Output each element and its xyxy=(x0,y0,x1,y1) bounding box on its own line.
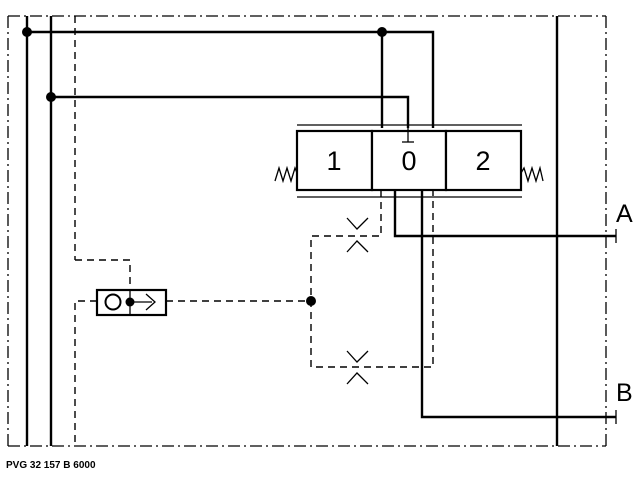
spool-position-2-box xyxy=(444,129,523,192)
junction-dot xyxy=(46,92,56,102)
pressure-supply-lines xyxy=(25,16,76,446)
spool-position-2-label: 2 xyxy=(475,146,490,176)
spool-position-0-label: 0 xyxy=(401,146,416,176)
right-spring-icon xyxy=(520,165,544,184)
spool-position-1-label: 1 xyxy=(326,146,341,176)
port-b-label: B xyxy=(616,379,633,407)
lower-orifice-icon xyxy=(346,350,369,385)
junction-dot xyxy=(377,27,387,37)
spool-valve: 1 0 2 xyxy=(295,124,523,198)
upper-orifice-icon xyxy=(346,217,369,253)
shuttle-valve-icon xyxy=(95,288,168,317)
left-spring-icon xyxy=(274,165,298,184)
drawing-code: PVG 32 157 B 6000 xyxy=(6,460,96,471)
work-port-lines xyxy=(393,190,617,424)
junction-dot xyxy=(306,296,316,306)
supply-connection-lines xyxy=(22,27,435,128)
junction-dot xyxy=(22,27,32,37)
port-a-label: A xyxy=(616,200,633,228)
pilot-signal-lines xyxy=(74,190,434,446)
module-boundary-frame xyxy=(7,15,607,447)
spool-position-0-box xyxy=(370,129,448,192)
